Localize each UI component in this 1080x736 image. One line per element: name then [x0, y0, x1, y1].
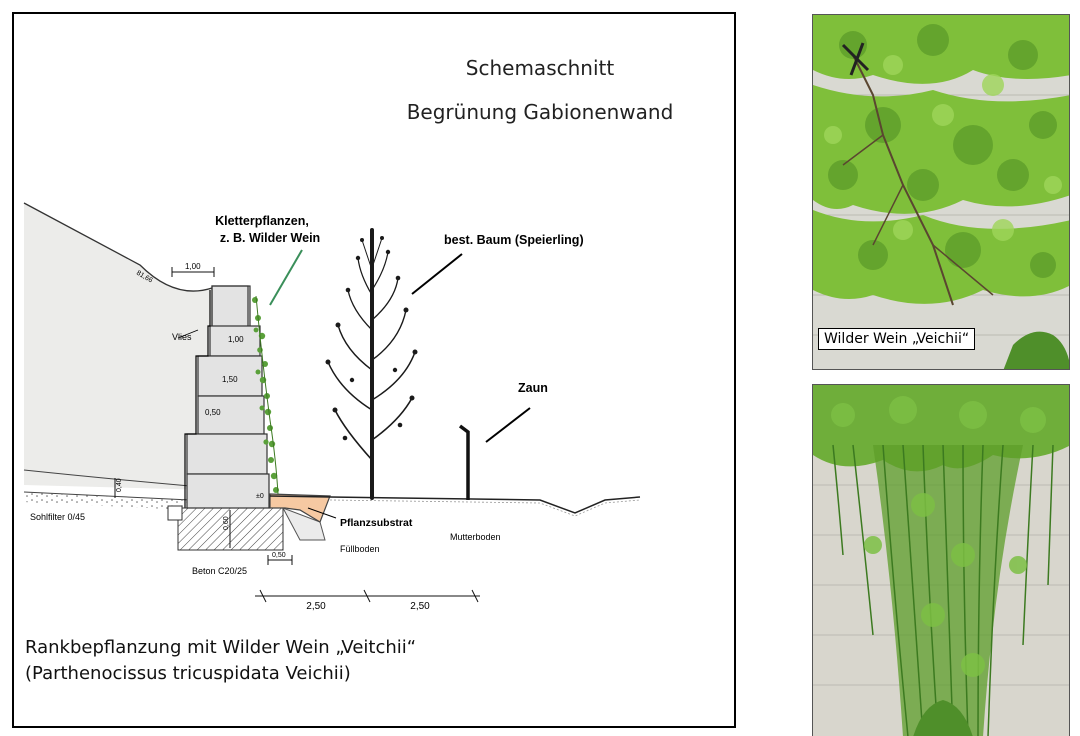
fence-post: [458, 424, 470, 500]
sole-filter-layer: [24, 492, 190, 510]
fleece-label: Vlies: [172, 332, 192, 342]
dim-box-2-label: 1,50: [222, 375, 238, 384]
embankment: [24, 203, 212, 490]
sole-filter-label: Sohlfilter 0/45: [30, 512, 85, 522]
ground-line: [269, 495, 641, 514]
diagram-subtitle: Begrünung Gabionenwand: [406, 100, 674, 124]
section-drawing: Kletterpflanzen, z. B. Wilder Wein best.…: [23, 202, 641, 612]
diagram-title: Schemaschnitt: [465, 56, 615, 80]
climbing-plants-label-2: z. B. Wilder Wein: [220, 231, 320, 245]
climbing-plants-label-1: Kletterpflanzen,: [215, 214, 309, 228]
dim-bottom-1-label: 2,50: [306, 601, 326, 612]
tree-leaves: [325, 236, 418, 441]
dim-box-3-label: 0,50: [205, 408, 221, 417]
tree-label: best. Baum (Speierling): [444, 233, 584, 247]
plant-substrate: [269, 493, 331, 523]
dim-top-label: 1,00: [185, 262, 201, 271]
concrete-label: Beton C20/25: [192, 566, 247, 576]
dim-zero-label: ±0: [256, 493, 264, 500]
dim-bottom-2-label: 2,50: [410, 601, 430, 612]
photo-wild-vine-2-image: [813, 385, 1069, 736]
tree: [327, 228, 416, 500]
dim-box-1-label: 1,00: [228, 335, 244, 344]
topsoil-label: Mutterboden: [450, 532, 501, 542]
fence-label: Zaun: [518, 381, 548, 395]
photo-wild-vine-2: [812, 384, 1070, 736]
photo-wild-vine-1-image: [813, 15, 1069, 369]
photo-caption-label: Wilder Wein „Veichii“: [818, 328, 976, 350]
slope-line: [23, 202, 213, 292]
dim-foundation-height-label: 0,60: [223, 516, 230, 530]
caption-line-2: (Parthenocissus tricuspidata Veichii): [25, 663, 351, 684]
plant-substrate-label: Pflanzsubstrat: [340, 517, 413, 529]
dim-foundation-width-label: 0,50: [272, 552, 286, 559]
fill-soil-label: Füllboden: [340, 544, 380, 554]
dim-left-side-label: 0,40: [116, 478, 123, 492]
caption-line-1: Rankbepflanzung mit Wilder Wein „Veitchi…: [25, 637, 417, 658]
gabion-wall: [186, 285, 270, 509]
fill-soil: [281, 507, 326, 541]
photo-wild-vine-1: [812, 14, 1070, 370]
